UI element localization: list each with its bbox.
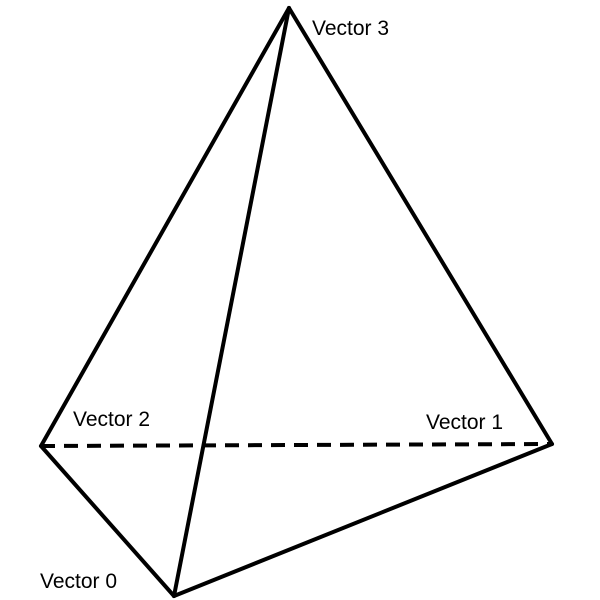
vertex-label-v3: Vector 3 (312, 17, 389, 40)
edge-v2-v3 (39, 6, 291, 448)
edge-v2-v1-hidden (40, 442, 553, 448)
edge-v1-v3 (287, 6, 554, 446)
vertex-label-v2: Vector 2 (73, 408, 150, 431)
edge-v0-v3 (172, 6, 291, 598)
vertex-label-v0: Vector 0 (40, 570, 117, 593)
edge-v0-v2 (39, 444, 176, 598)
vertex-label-v1: Vector 1 (426, 411, 503, 434)
edges-layer (39, 6, 554, 598)
edge-v0-v1 (172, 442, 554, 598)
labels-layer: Vector 3 Vector 2 Vector 1 Vector 0 (40, 17, 503, 593)
